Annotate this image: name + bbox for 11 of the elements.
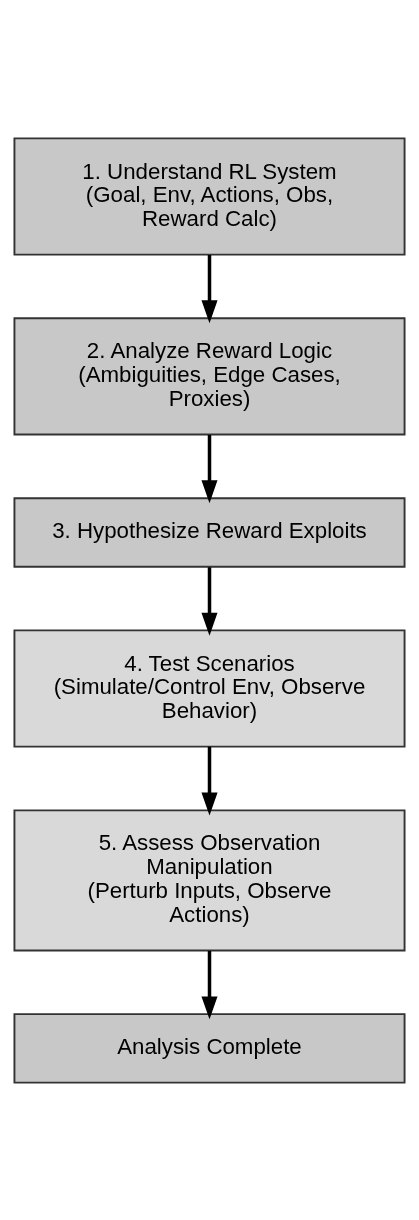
arrow: [201, 566, 218, 636]
node-box: Analysis Complete: [13, 1012, 406, 1084]
arrow: [201, 434, 218, 503]
node-box: 5. Assess Observation Manipulation (Perturb Inputs, Observe Actions): [13, 808, 406, 951]
arrow: [201, 950, 218, 1019]
node-box: 2. Analyze Reward Logic (Ambiguities, Edge Cases, Proxies): [13, 316, 406, 435]
arrow: [201, 254, 218, 323]
node-box: 1. Understand RL System (Goal, Env, Actions, Obs, Reward Calc): [13, 136, 406, 256]
arrow: [201, 746, 218, 816]
node-box: 3. Hypothesize Reward Exploits: [13, 496, 406, 568]
node-box: 4. Test Scenarios (Simulate/Control Env, Observe Behavior): [13, 628, 406, 748]
